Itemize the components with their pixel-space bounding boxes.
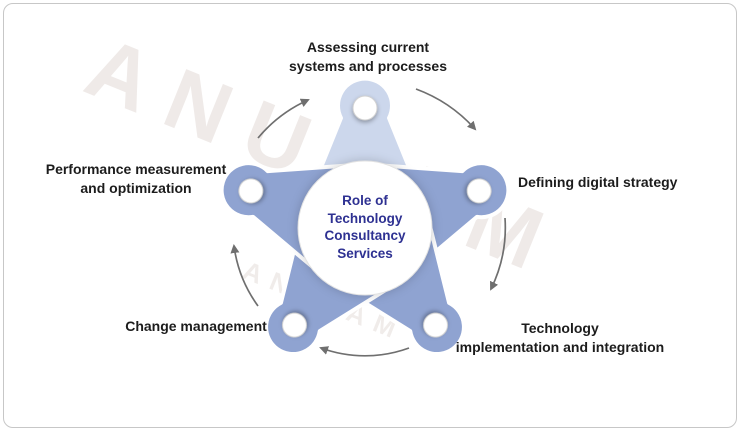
arrow-bottom-right-to-bottom-left: [319, 346, 410, 357]
petal-tip-dot: [352, 95, 378, 121]
petal-tip-dot: [423, 312, 449, 338]
petal-tip-dot: [238, 178, 264, 204]
node-label-implementation: Technology implementation and integratio…: [455, 320, 665, 355]
node-label-assessing: Assessing current systems and processes: [289, 39, 447, 74]
node-label-digital-strategy: Defining digital strategy: [518, 174, 678, 190]
arrow-top-to-right: [415, 88, 477, 131]
center-hub-circle: [297, 160, 433, 296]
petal-tip-dot: [466, 178, 492, 204]
center-title-line: Services: [337, 245, 393, 261]
center-title-line: Consultancy: [324, 228, 406, 243]
node-label-change-management: Change management: [125, 318, 267, 334]
center-title-line: Role of: [342, 193, 388, 208]
arrow-right-to-bottom-right: [490, 217, 507, 291]
center-title-line: Technology: [327, 210, 403, 226]
center-title: Role of Technology Consultancy Services: [295, 192, 435, 262]
arrow-bottom-left-to-left: [230, 244, 259, 307]
arrow-left-to-top: [257, 98, 310, 139]
node-label-performance: Performance measurement and optimization: [45, 161, 227, 196]
petal-tip-dot: [281, 312, 307, 338]
